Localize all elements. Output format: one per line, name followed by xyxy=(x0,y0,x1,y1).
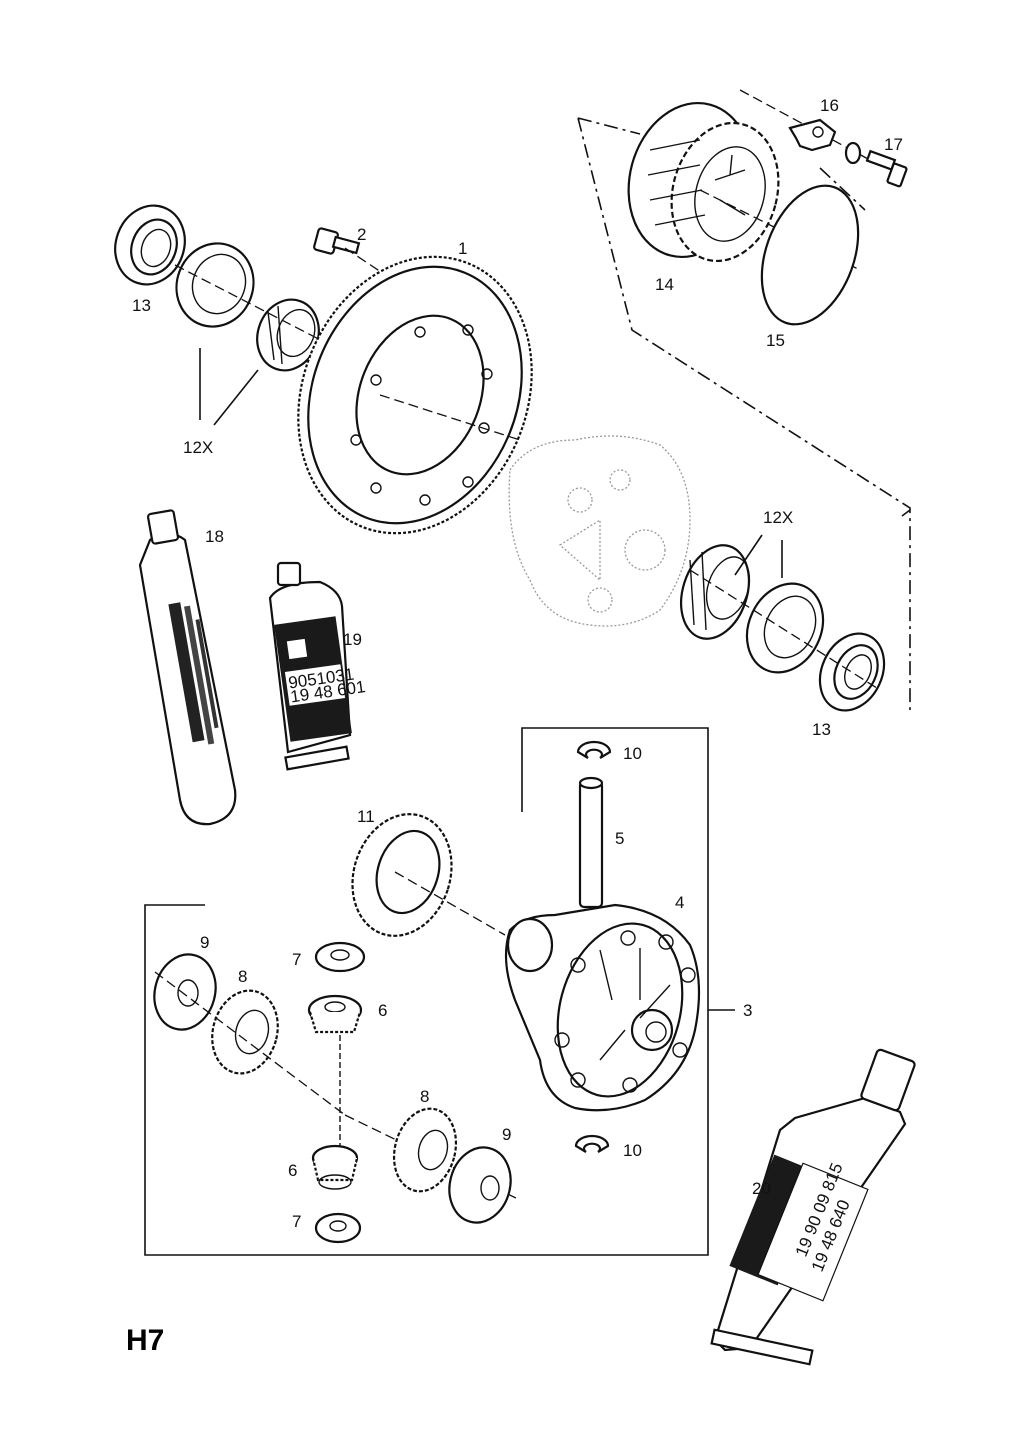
callout-17: 17 xyxy=(884,135,903,154)
callout-8-right: 8 xyxy=(420,1087,429,1106)
differential-housing-ghost xyxy=(508,435,691,627)
callout-19: 19 xyxy=(343,630,362,649)
callout-2: 2 xyxy=(357,225,366,244)
sheet-id: H7 xyxy=(126,1324,164,1357)
differential-assembly-outline xyxy=(144,727,735,1256)
callout-11: 11 xyxy=(357,807,375,826)
pinion-shaft-5 xyxy=(578,776,604,909)
callout-12x-right: 12X xyxy=(763,508,793,527)
grease-tube-18 xyxy=(138,509,237,826)
callout-15: 15 xyxy=(766,331,785,350)
oil-seal-13-right xyxy=(818,632,886,712)
circlip-10-bottom xyxy=(574,1134,610,1153)
circlip-10-top xyxy=(576,740,612,759)
bearing-cup-right xyxy=(745,582,825,674)
bearing-cone-left xyxy=(256,298,320,372)
retainer-plate-16 xyxy=(788,118,837,152)
callout-9-left: 9 xyxy=(200,933,209,952)
callout-16: 16 xyxy=(820,96,839,115)
oil-seal-13-left xyxy=(114,204,186,286)
pinion-gear-6-bottom xyxy=(311,1144,359,1190)
callout-8-left: 8 xyxy=(238,967,247,986)
bearing-cup-left xyxy=(175,242,255,328)
callout-6-top: 6 xyxy=(378,1001,387,1020)
side-gear-8-right xyxy=(392,1107,458,1193)
axis-right-bearings xyxy=(689,569,881,691)
sealant-tube-19: 9051031 19 48 601 xyxy=(268,561,367,771)
side-gear-8-left xyxy=(211,989,279,1075)
pinion-gear-6-top xyxy=(307,994,363,1034)
thrust-washer-7-top xyxy=(314,941,366,973)
callout-13-right: 13 xyxy=(812,720,831,739)
dashdot-group-outline xyxy=(577,117,911,710)
callout-7-bottom: 7 xyxy=(292,1212,301,1231)
axis-left-side-gear xyxy=(154,971,346,1116)
callout-14: 14 xyxy=(655,275,674,294)
bearing-cone-right xyxy=(680,544,751,640)
callout-9-right: 9 xyxy=(502,1125,511,1144)
crown-wheel-1 xyxy=(297,255,533,535)
thrust-washer-9-left xyxy=(153,953,217,1031)
thrust-washer-9-right xyxy=(448,1146,512,1224)
leader-12x-left xyxy=(199,348,259,426)
callout-7-top: 7 xyxy=(292,950,301,969)
callout-labels: 1 2 3 4 5 6 6 7 7 8 8 9 9 10 10 11 12X 1… xyxy=(132,96,903,1231)
bolt-17 xyxy=(865,149,908,188)
axis-left-bearings xyxy=(174,264,341,351)
washer-17 xyxy=(844,141,862,165)
callout-6-bottom: 6 xyxy=(288,1161,297,1180)
callout-12x-left: 12X xyxy=(183,438,213,457)
speedo-drive-gear-14 xyxy=(627,101,780,263)
callout-18: 18 xyxy=(205,527,224,546)
o-ring-15 xyxy=(760,184,860,326)
leader-12x-right xyxy=(734,534,783,578)
sealant-tube-20: 19 90 09 815 19 48 640 xyxy=(710,1048,916,1366)
callout-1: 1 xyxy=(458,239,467,258)
callout-3: 3 xyxy=(743,1001,752,1020)
thrust-washer-7-bottom xyxy=(314,1212,362,1244)
side-gear-11 xyxy=(351,813,506,937)
callout-4: 4 xyxy=(675,893,684,912)
callout-13-left: 13 xyxy=(132,296,151,315)
bolt-2 xyxy=(313,227,391,279)
callout-10-top: 10 xyxy=(623,744,642,763)
callout-5: 5 xyxy=(615,829,624,848)
differential-case-4 xyxy=(504,903,701,1112)
callout-20: 20 xyxy=(752,1179,771,1198)
callout-10-bottom: 10 xyxy=(623,1141,642,1160)
